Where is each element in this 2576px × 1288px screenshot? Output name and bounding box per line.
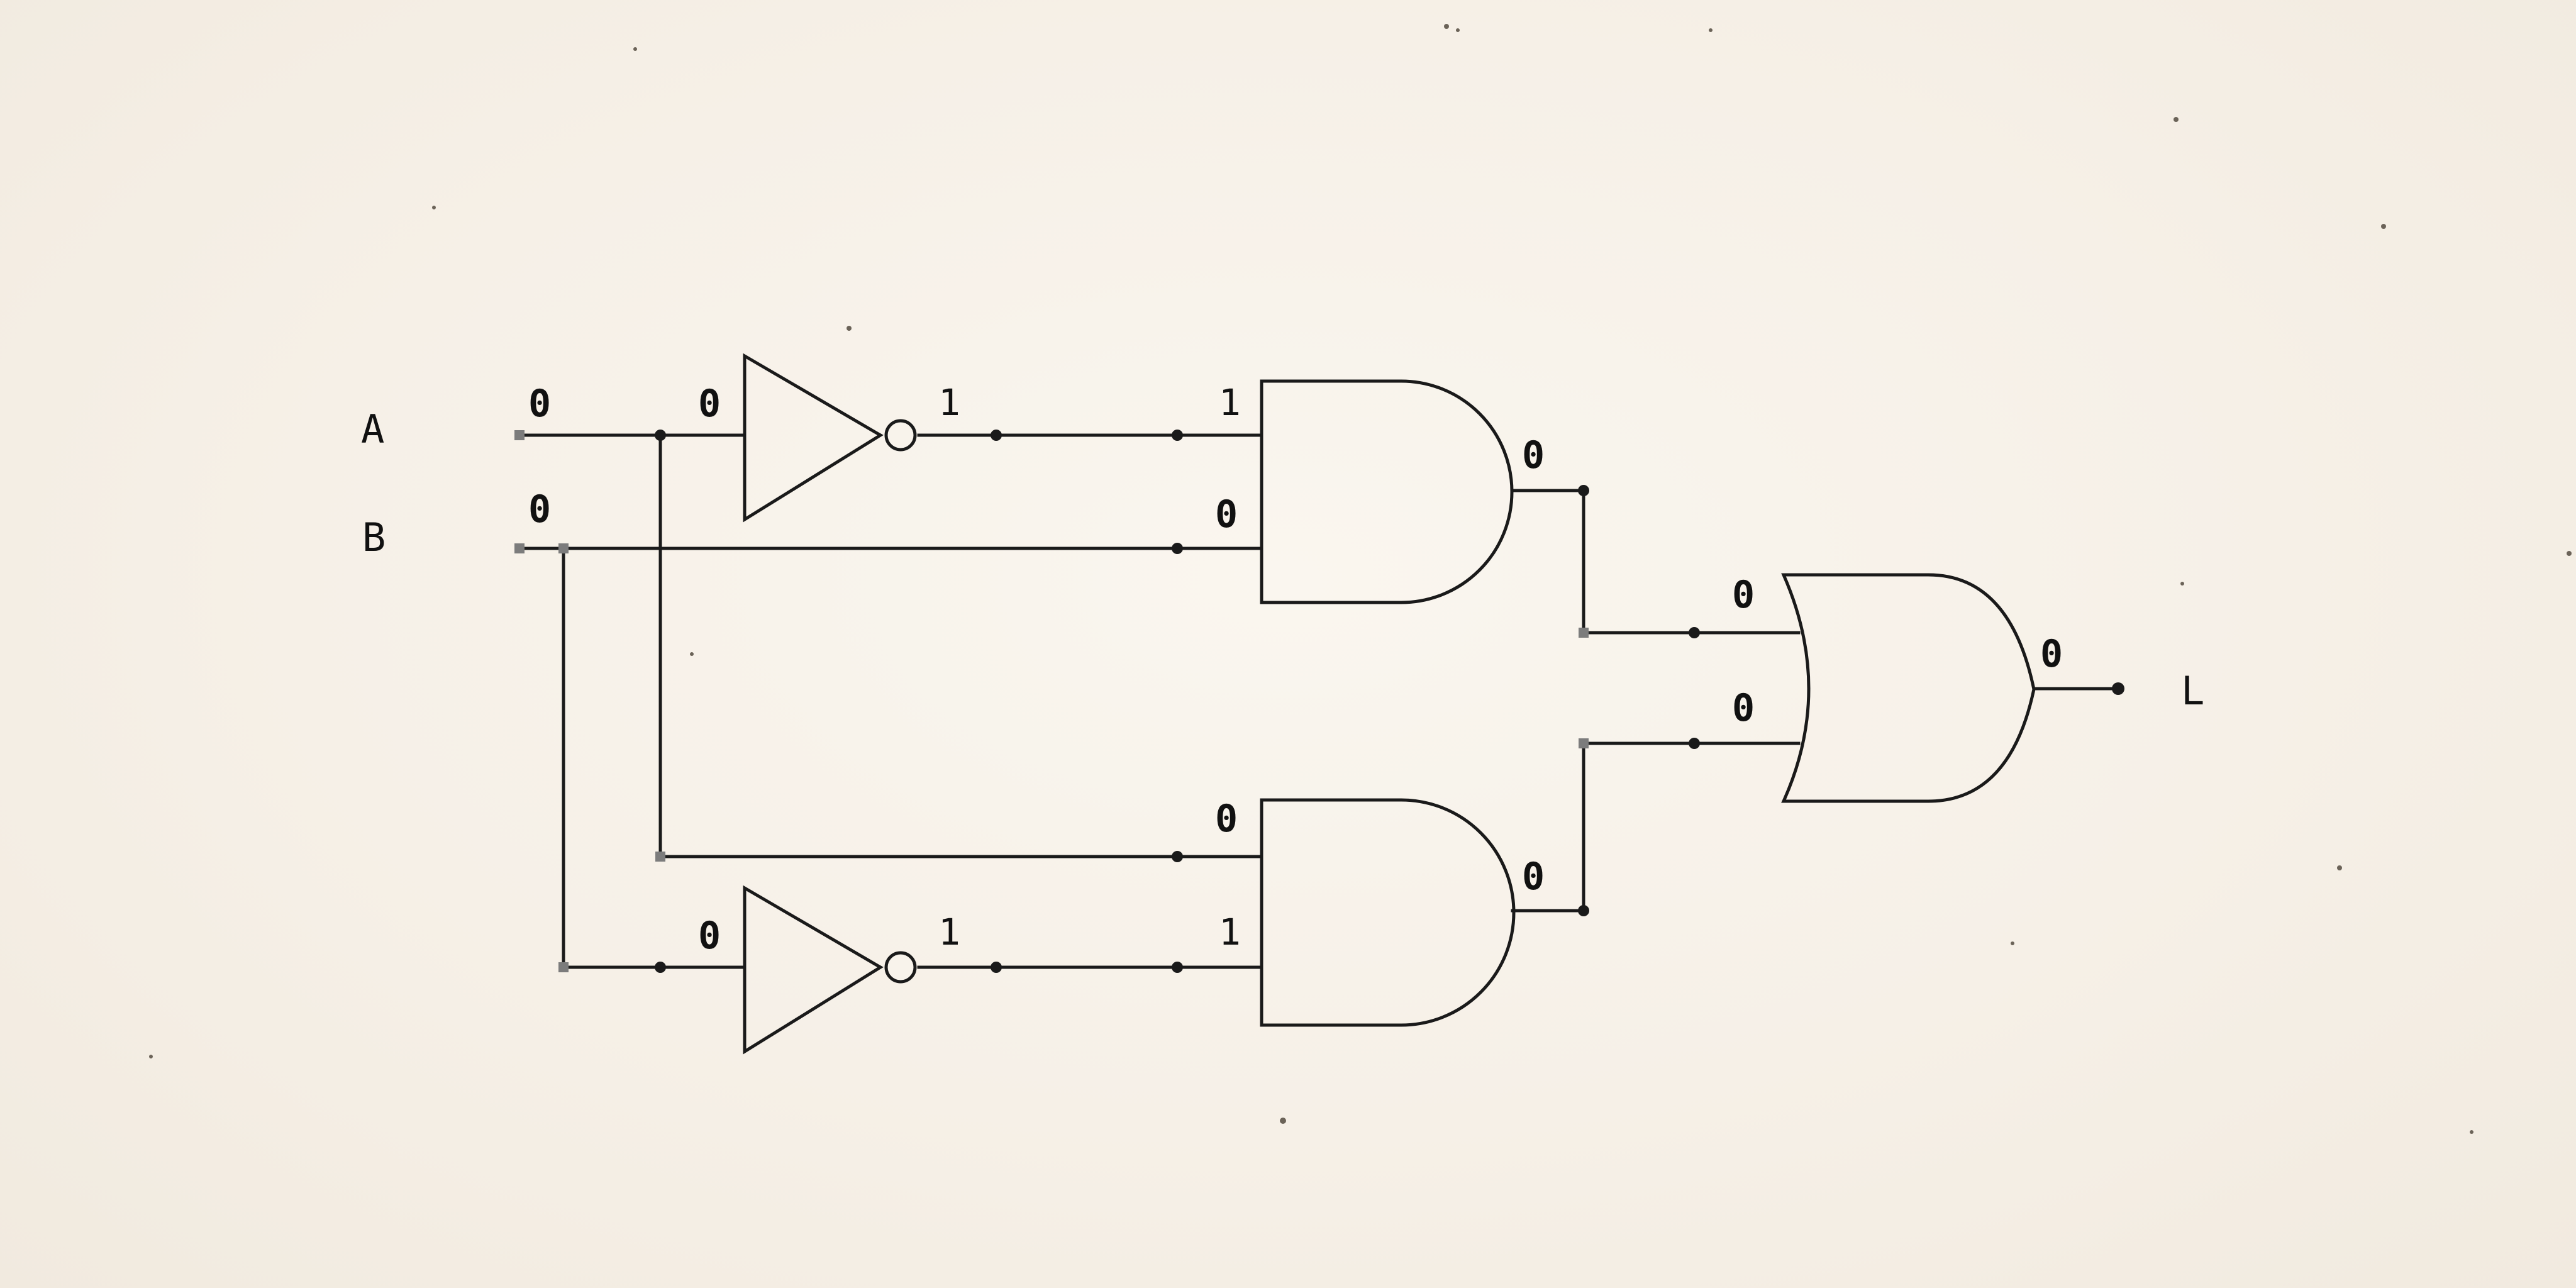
value-or-in2: 0	[1732, 686, 1755, 730]
value-and-top-in2: 0	[1215, 492, 1238, 536]
input-label-a: A	[361, 406, 384, 452]
value-or-in1: 0	[1732, 573, 1755, 617]
not-gate-b	[743, 885, 917, 1055]
value-or-out: 0	[2040, 632, 2063, 676]
or-gate	[1781, 573, 2036, 803]
wire-a-branch	[658, 433, 1262, 858]
value-and-bottom-out: 0	[1522, 855, 1545, 899]
value-and-top-out: 0	[1522, 433, 1545, 477]
output-terminal	[2112, 682, 2124, 695]
not-gate-a-bubble	[884, 419, 917, 452]
wire-b-branch	[562, 547, 745, 969]
value-and-bottom-in2: 1	[1219, 911, 1241, 953]
port-pins	[514, 430, 1589, 972]
value-not-b-out: 1	[938, 911, 960, 953]
value-a-input: 0	[528, 382, 551, 426]
input-label-b: B	[362, 514, 386, 560]
not-gate-b-bubble	[884, 951, 917, 984]
wire-and-bottom-out	[1511, 741, 1801, 913]
value-not-a-in: 0	[698, 382, 721, 426]
value-not-a-out: 1	[938, 381, 960, 424]
not-gate-a	[743, 353, 917, 523]
junctions	[655, 430, 2124, 973]
wire-and-top-out	[1511, 489, 1801, 635]
value-b-input: 0	[528, 487, 551, 531]
wires	[518, 433, 2120, 969]
output-label-l: L	[2181, 668, 2204, 714]
value-and-top-in1: 1	[1219, 381, 1241, 424]
value-not-b-in: 0	[698, 914, 721, 958]
paper-texture	[149, 24, 2572, 1134]
and-gate-top	[1260, 379, 1514, 604]
and-gate-bottom	[1260, 798, 1516, 1027]
value-and-bottom-in1: 0	[1215, 797, 1238, 841]
